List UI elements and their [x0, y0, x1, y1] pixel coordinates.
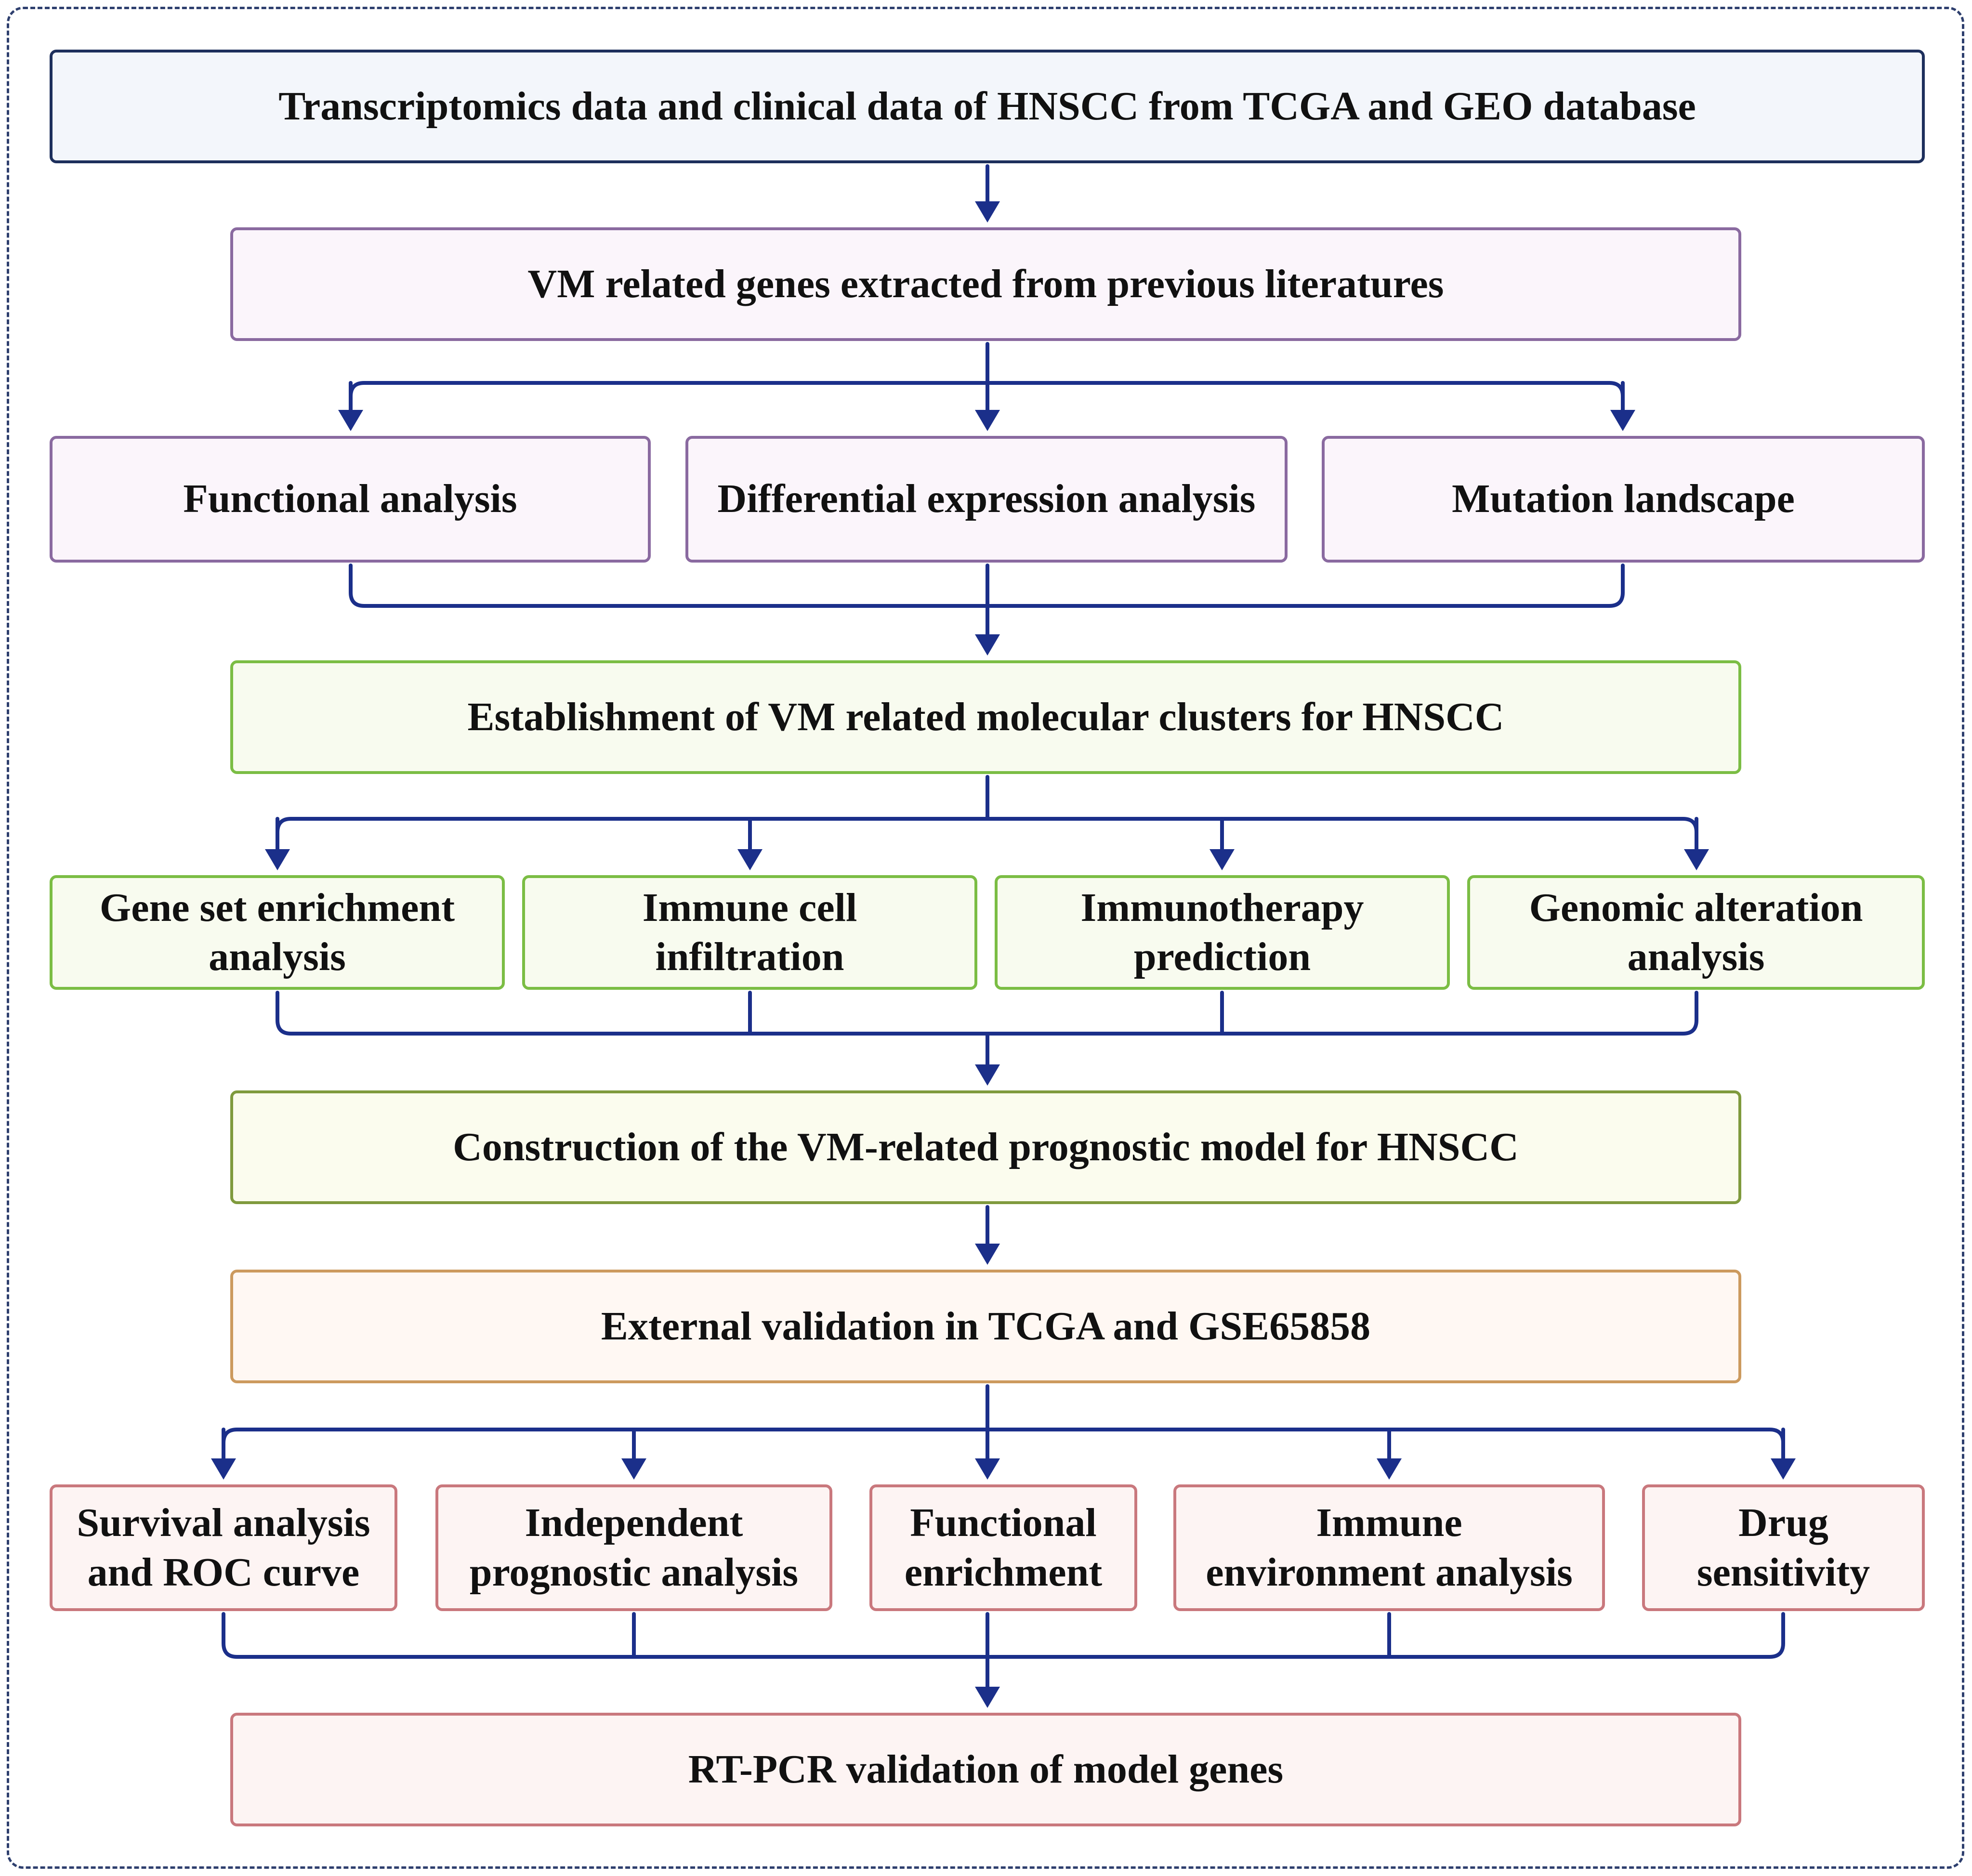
split-genes-head-1: [975, 410, 1000, 431]
dashed-frame: [7, 7, 1964, 1869]
molecular-clusters-label: Establishment of VM related molecular cl…: [467, 694, 1504, 739]
mutation-landscape-label: Mutation landscape: [1452, 476, 1795, 522]
immunotherapy-label-line2: prediction: [1133, 934, 1311, 979]
split-clusters-head-1: [737, 849, 763, 870]
split-validation-head-3: [1377, 1458, 1402, 1480]
independent-prognostic-label-line1: Independent: [525, 1500, 743, 1546]
split-genes-head-2: [1610, 410, 1635, 431]
split-clusters-head-3: [1684, 849, 1709, 870]
prognostic-model-box: Construction of the VM-related prognosti…: [230, 1090, 1741, 1204]
merge-validation-bar: [222, 1612, 1785, 1659]
external-validation-label: External validation in TCGA and GSE65858: [601, 1303, 1371, 1349]
molecular-clusters-box: Establishment of VM related molecular cl…: [230, 660, 1741, 774]
drug-sensitivity-box: Drug sensitivity: [1642, 1484, 1925, 1611]
split-validation-head-4: [1771, 1458, 1796, 1480]
immune-infiltration-label-line2: infiltration: [655, 934, 844, 979]
functional-enrichment-label-line1: Functional: [910, 1500, 1097, 1546]
genomic-alteration-label-line1: Genomic alteration: [1529, 885, 1863, 930]
external-validation-box: External validation in TCGA and GSE65858: [230, 1270, 1741, 1383]
mutation-landscape-box: Mutation landscape: [1322, 436, 1925, 563]
genomic-alteration-box: Genomic alteration analysis: [1467, 875, 1925, 990]
drug-sensitivity-label-line1: Drug: [1738, 1500, 1828, 1546]
arrow-source-to-genes-head: [975, 201, 1000, 223]
merge-clusters-head: [975, 1064, 1000, 1086]
immune-infiltration-label-line1: Immune cell: [642, 885, 857, 930]
split-validation-head-2: [975, 1458, 1000, 1480]
arrow-model-to-validation-head: [975, 1244, 1000, 1265]
differential-expression-label: Differential expression analysis: [717, 476, 1256, 522]
split-clusters-bar: [276, 817, 1698, 834]
functional-analysis-label: Functional analysis: [183, 476, 517, 522]
functional-analysis-box: Functional analysis: [50, 436, 651, 563]
independent-prognostic-box: Independent prognostic analysis: [435, 1484, 832, 1611]
vm-genes-box: VM related genes extracted from previous…: [230, 227, 1741, 341]
split-validation-head-0: [211, 1458, 236, 1480]
functional-enrichment-box: Functional enrichment: [869, 1484, 1137, 1611]
merge-analyses-head: [975, 634, 1000, 656]
functional-enrichment-label-line2: enrichment: [904, 1549, 1103, 1595]
data-source-label: Transcriptomics data and clinical data o…: [278, 83, 1696, 129]
immunotherapy-label-line1: Immunotherapy: [1080, 885, 1364, 930]
immune-infiltration-box: Immune cell infiltration: [522, 875, 977, 990]
prognostic-model-label: Construction of the VM-related prognosti…: [453, 1124, 1519, 1169]
rtpcr-box: RT-PCR validation of model genes: [230, 1713, 1741, 1826]
merge-validation-head: [975, 1687, 1000, 1708]
gsea-label-line2: analysis: [209, 934, 346, 979]
immune-environment-label-line2: environment analysis: [1206, 1549, 1573, 1595]
immune-environment-label-line1: Immune: [1316, 1500, 1462, 1546]
split-clusters-head-0: [265, 849, 290, 870]
immune-environment-box: Immune environment analysis: [1173, 1484, 1605, 1611]
split-validation-bar: [222, 1428, 1785, 1445]
survival-roc-label-line1: Survival analysis: [77, 1500, 370, 1546]
split-validation-head-1: [621, 1458, 646, 1480]
survival-roc-label-line2: and ROC curve: [87, 1549, 360, 1595]
gsea-box: Gene set enrichment analysis: [50, 875, 505, 990]
survival-roc-box: Survival analysis and ROC curve: [50, 1484, 397, 1611]
split-genes-head-0: [338, 410, 363, 431]
drug-sensitivity-label-line2: sensitivity: [1696, 1549, 1870, 1595]
vm-genes-label: VM related genes extracted from previous…: [527, 261, 1444, 306]
gsea-label-line1: Gene set enrichment: [99, 885, 455, 930]
split-clusters-head-2: [1209, 849, 1235, 870]
genomic-alteration-label-line2: analysis: [1627, 934, 1765, 979]
merge-clusters-bar: [276, 991, 1698, 1036]
differential-expression-box: Differential expression analysis: [685, 436, 1288, 563]
independent-prognostic-label-line2: prognostic analysis: [469, 1549, 799, 1595]
data-source-box: Transcriptomics data and clinical data o…: [50, 50, 1925, 163]
rtpcr-label: RT-PCR validation of model genes: [688, 1746, 1284, 1792]
immunotherapy-box: Immunotherapy prediction: [995, 875, 1450, 990]
